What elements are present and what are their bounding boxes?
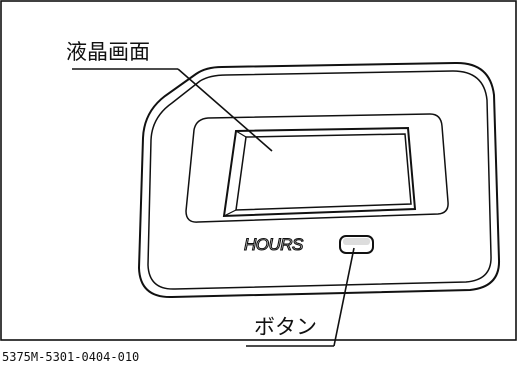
button-callout: ボタン	[246, 247, 355, 347]
lcd-screen-bevel	[222, 126, 417, 218]
button-leader	[333, 247, 355, 347]
figure-frame	[0, 0, 517, 341]
reset-button	[339, 235, 374, 254]
lcd-screen-leader	[177, 68, 273, 152]
lcd-screen	[222, 126, 417, 218]
window-recess	[185, 113, 449, 223]
hour-meter-housing: HOURS	[137, 61, 501, 299]
inner-bezel	[147, 70, 492, 290]
outer-bezel	[137, 61, 501, 299]
figure-id: 5375M-5301-0404-010	[2, 350, 139, 364]
lcd-screen-face	[235, 133, 412, 211]
hours-label: HOURS	[244, 235, 304, 254]
button-label: ボタン	[254, 315, 317, 339]
lcd-screen-callout: 液晶画面	[66, 40, 273, 152]
lcd-screen-label: 液晶画面	[66, 40, 150, 64]
